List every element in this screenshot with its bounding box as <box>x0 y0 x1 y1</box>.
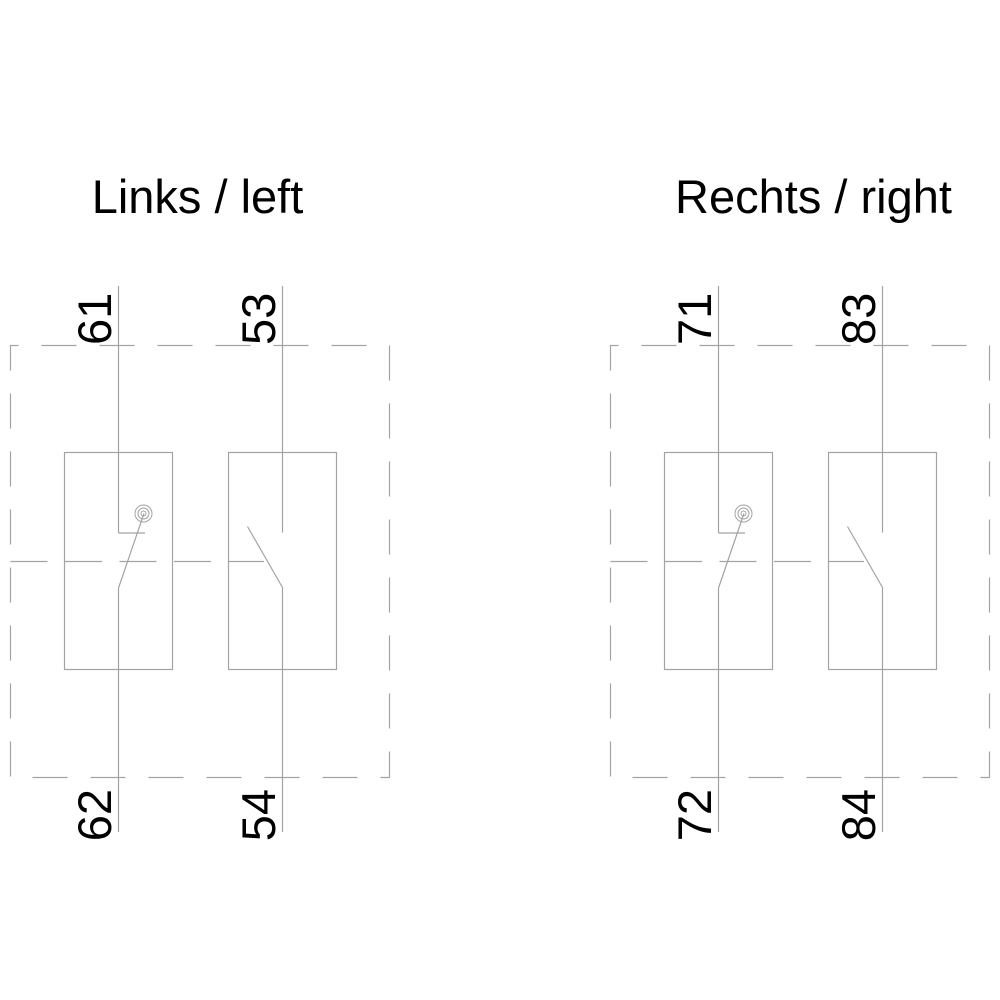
terminal-label-top-no: 53 <box>232 293 285 345</box>
no-contact-cell <box>227 286 338 832</box>
terminal-label-top-nc: 71 <box>668 293 721 345</box>
no-contact-cell <box>827 286 938 832</box>
right-contact-diagram: Rechts / right 71 83 72 84 <box>609 170 991 841</box>
contact-actuator-coil-icon <box>734 504 753 523</box>
left-diagram-labels: Links / left 61 53 62 54 <box>68 170 303 841</box>
actuator-ring-outer <box>134 504 153 523</box>
terminal-label-bottom-nc: 62 <box>68 789 121 841</box>
left-contact-diagram: Links / left 61 53 62 54 <box>9 170 391 841</box>
terminal-label-bottom-no: 84 <box>832 789 885 841</box>
right-diagram-labels: Rechts / right 71 83 72 84 <box>668 170 952 841</box>
diagram-title: Rechts / right <box>675 170 952 223</box>
right-diagram-linework <box>609 286 991 832</box>
nc-contact-arm <box>717 513 745 589</box>
terminal-label-bottom-nc: 72 <box>668 789 721 841</box>
actuator-ring-inner <box>740 510 747 517</box>
left-diagram-linework <box>9 286 391 832</box>
nc-contact-cell <box>63 286 174 832</box>
terminal-label-top-no: 83 <box>832 293 885 345</box>
actuator-ring-middle <box>137 507 150 520</box>
actuator-ring-middle <box>737 507 750 520</box>
actuator-ring-inner <box>140 510 147 517</box>
no-contact-arm <box>246 526 284 588</box>
no-contact-arm <box>846 526 884 588</box>
contact-actuator-coil-icon <box>134 504 153 523</box>
nc-contact-cell <box>663 286 774 832</box>
diagram-title: Links / left <box>92 170 304 223</box>
terminal-label-bottom-no: 54 <box>232 789 285 841</box>
nc-contact-arm <box>117 513 145 589</box>
terminal-label-top-nc: 61 <box>68 293 121 345</box>
actuator-ring-outer <box>734 504 753 523</box>
